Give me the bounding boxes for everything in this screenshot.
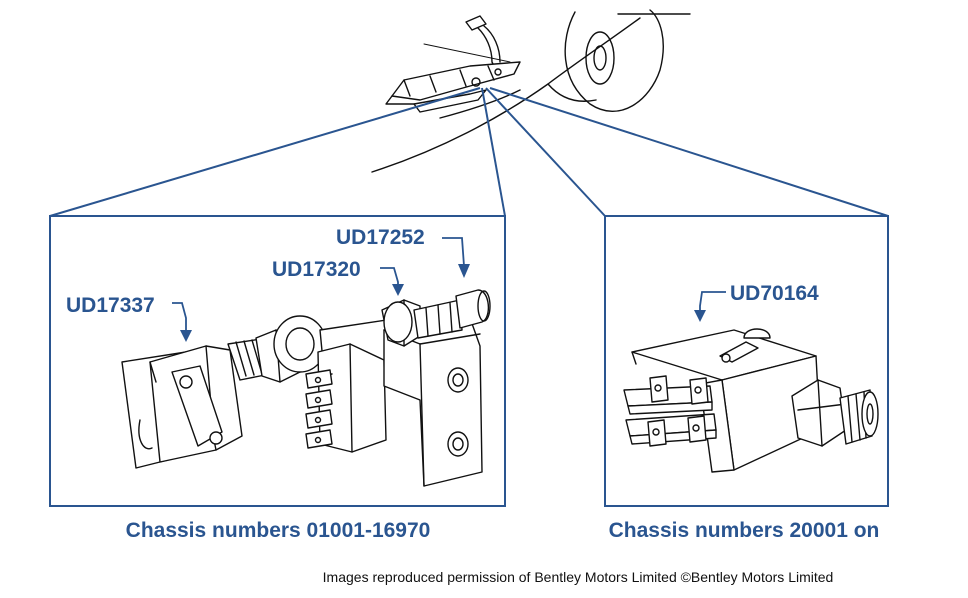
part-label-ud70164: UD70164 (730, 282, 819, 305)
label-ud70164-group: UD70164 (694, 282, 819, 322)
right-panel-caption: Chassis numbers 20001 on (609, 519, 880, 542)
label-ud17252-group: UD17252 (336, 226, 470, 278)
part-label-ud17320: UD17320 (272, 258, 361, 281)
overview-pedal-illustration (371, 9, 691, 173)
left-panel-caption: Chassis numbers 01001-16970 (126, 519, 431, 542)
right-switch-illustration (623, 328, 879, 473)
right-panel-frame (604, 215, 889, 507)
label-ud17320-group: UD17320 (272, 258, 404, 296)
part-label-ud17252: UD17252 (336, 226, 425, 249)
copyright-credit: Images reproduced permission of Bentley … (323, 569, 834, 585)
part-label-ud17337: UD17337 (66, 294, 155, 317)
callout-lines (49, 87, 889, 217)
label-ud17337-group: UD17337 (66, 294, 192, 342)
left-panel-frame (49, 215, 506, 507)
left-switch-illustration (121, 289, 491, 487)
